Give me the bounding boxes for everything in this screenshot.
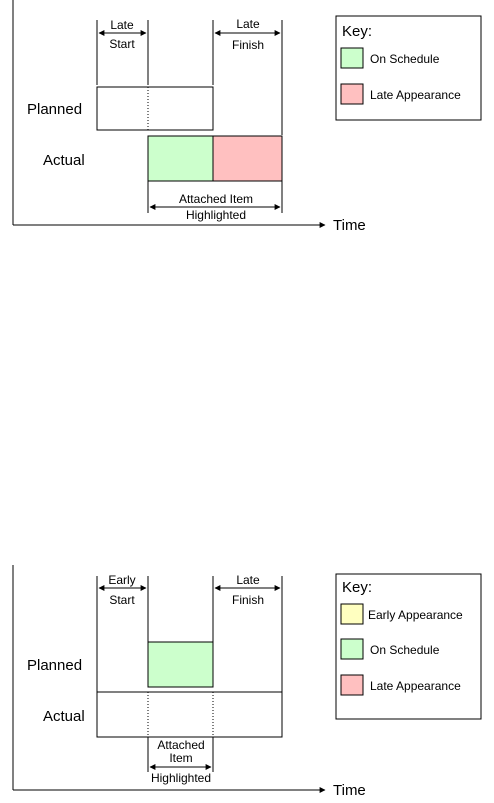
time-axis-label: Time [333,217,366,234]
planned-bar-on-schedule [147,641,214,688]
planned-bar [96,86,214,131]
left-marker-label-line2: Start [109,593,135,607]
key-swatch-early-appearance [340,603,364,625]
span-label-line3: Highlighted [151,771,211,785]
key-swatch-late-appearance [340,674,364,696]
span-label-line2: Item [169,751,192,765]
key-title: Key: [342,23,372,40]
key-box: Key: Early Appearance On Schedule Late A… [335,573,482,720]
diagram-late-start-late-finish: Time Late Start Late Finish Planned Actu… [12,0,482,234]
right-marker-label-line2: Finish [232,593,264,607]
left-marker-label-line1: Late [110,18,134,32]
span-label-line1: Attached Item [179,192,253,206]
span-label-line2: Highlighted [186,208,246,222]
actual-bar-late-appearance [212,135,283,182]
planned-row-label: Planned [27,657,82,674]
left-marker-label-line1: Early [108,573,135,587]
time-axis-label: Time [333,782,366,799]
right-marker-label-line1: Late [236,17,260,31]
actual-bar [96,691,283,738]
diagram-early-start-late-finish: Time Early Start Late Finish Planned Act… [12,565,482,799]
key-label-on-schedule: On Schedule [370,643,440,657]
key-swatch-late-appearance [340,83,364,105]
key-label-late-appearance: Late Appearance [370,679,461,693]
actual-row-label: Actual [43,152,85,169]
actual-bar-on-schedule [147,135,214,182]
left-marker-label-line2: Start [109,37,135,51]
actual-row-label: Actual [43,708,85,725]
key-label-on-schedule: On Schedule [370,52,440,66]
key-swatch-on-schedule [340,638,364,660]
key-box: Key: On Schedule Late Appearance [335,15,482,121]
key-label-early-appearance: Early Appearance [368,608,463,622]
key-swatch-on-schedule [340,47,364,69]
span-label-line1: Attached [157,738,204,752]
key-title: Key: [342,579,372,596]
right-marker-label-line2: Finish [232,38,264,52]
right-marker-label-line1: Late [236,573,260,587]
key-label-late-appearance: Late Appearance [370,88,461,102]
planned-row-label: Planned [27,101,82,118]
